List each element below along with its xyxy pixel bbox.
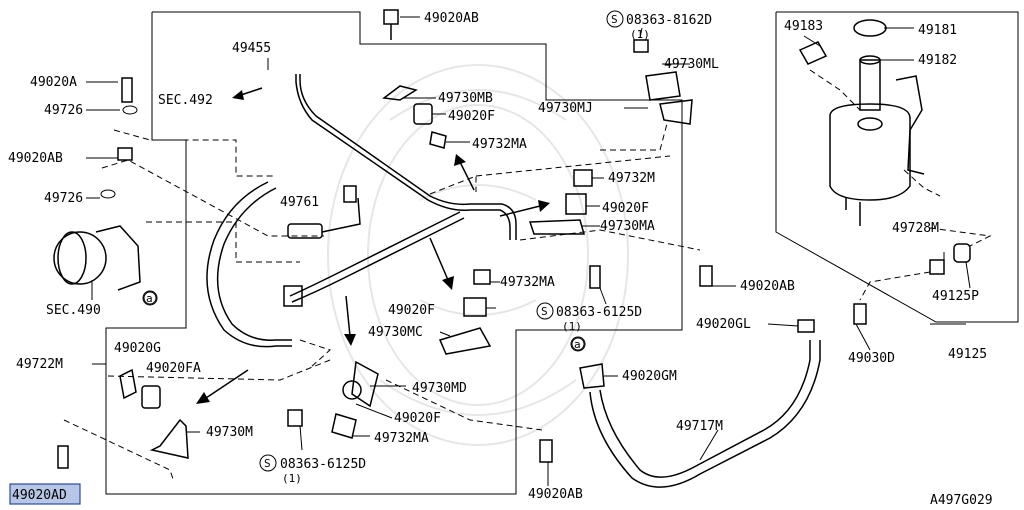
- label-49183[interactable]: 49183: [784, 19, 823, 34]
- label-49020ab-bottom[interactable]: 49020AB: [528, 487, 583, 502]
- label-sec490[interactable]: SEC.490: [46, 303, 101, 318]
- outline-boxes: [105, 11, 1019, 495]
- label-49455[interactable]: 49455: [232, 41, 271, 56]
- label-49732ma-b[interactable]: 49732MA: [500, 275, 555, 290]
- label-49020ab-left[interactable]: 49020AB: [8, 151, 63, 166]
- arrows: [196, 87, 550, 404]
- label-49730ma[interactable]: 49730MA: [600, 219, 655, 234]
- label-49030d[interactable]: 49030D: [848, 351, 895, 366]
- label-49020fa[interactable]: 49020FA: [146, 361, 201, 376]
- highlight-box: [9, 483, 81, 505]
- label-qty-1-b: (1): [562, 320, 582, 333]
- label-49020ad[interactable]: 49020AD: [12, 488, 67, 503]
- diagram-code: A497G029: [930, 493, 993, 508]
- svg-text:a: a: [574, 338, 581, 351]
- label-49722m[interactable]: 49722M: [16, 357, 63, 372]
- label-49732m[interactable]: 49732M: [608, 171, 655, 186]
- label-49761[interactable]: 49761: [280, 195, 319, 210]
- label-08363-8162d[interactable]: 08363-8162D: [626, 13, 712, 28]
- svg-text:S: S: [541, 305, 548, 318]
- label-49732ma-c[interactable]: 49732MA: [374, 431, 429, 446]
- label-49020a[interactable]: 49020A: [30, 75, 77, 90]
- leader-lines: [86, 16, 971, 486]
- label-49181[interactable]: 49181: [918, 23, 957, 38]
- label-49020f-a[interactable]: 49020F: [448, 109, 495, 124]
- label-49728m[interactable]: 49728M: [892, 221, 939, 236]
- label-49125p[interactable]: 49125P: [932, 289, 979, 304]
- part-labels: 49020AB 49455 SEC.492 49020A 49726 49020…: [8, 11, 993, 508]
- label-49020ab-right[interactable]: 49020AB: [740, 279, 795, 294]
- label-49726-a[interactable]: 49726: [44, 103, 83, 118]
- dashed-leaders: [63, 69, 992, 483]
- label-49717m[interactable]: 49717M: [676, 419, 723, 434]
- svg-text:a: a: [146, 292, 153, 305]
- label-49182[interactable]: 49182: [918, 53, 957, 68]
- watermark: [327, 64, 629, 446]
- label-08363-6125d-b[interactable]: 08363-6125D: [280, 457, 366, 472]
- label-49020gl[interactable]: 49020GL: [696, 317, 751, 332]
- svg-text:S: S: [264, 457, 271, 470]
- label-49125[interactable]: 49125: [948, 347, 987, 362]
- label-49730m[interactable]: 49730M: [206, 425, 253, 440]
- label-49730mj[interactable]: 49730MJ: [538, 101, 593, 116]
- label-49730mc[interactable]: 49730MC: [368, 325, 423, 340]
- svg-text:S: S: [611, 13, 618, 26]
- label-49020f-d[interactable]: 49020F: [394, 411, 441, 426]
- label-49730mb[interactable]: 49730MB: [438, 91, 493, 106]
- label-49732ma-a[interactable]: 49732MA: [472, 137, 527, 152]
- label-sec492[interactable]: SEC.492: [158, 93, 213, 108]
- label-49730ml[interactable]: 49730ML: [664, 57, 719, 72]
- label-49020g[interactable]: 49020G: [114, 341, 161, 356]
- label-49020gm[interactable]: 49020GM: [622, 369, 677, 384]
- circle-markers: a a S S S: [142, 10, 624, 472]
- label-49020ab-top[interactable]: 49020AB: [424, 11, 479, 26]
- label-qty-1-c: (1): [282, 472, 302, 485]
- pipes: [206, 74, 821, 488]
- label-49730md[interactable]: 49730MD: [412, 381, 467, 396]
- label-49020f-c[interactable]: 49020F: [388, 303, 435, 318]
- components: [53, 9, 971, 469]
- label-49020f-b[interactable]: 49020F: [602, 201, 649, 216]
- label-49726-b[interactable]: 49726: [44, 191, 83, 206]
- label-qty-1-a: (1): [630, 28, 650, 41]
- label-08363-6125d-a[interactable]: 08363-6125D: [556, 305, 642, 320]
